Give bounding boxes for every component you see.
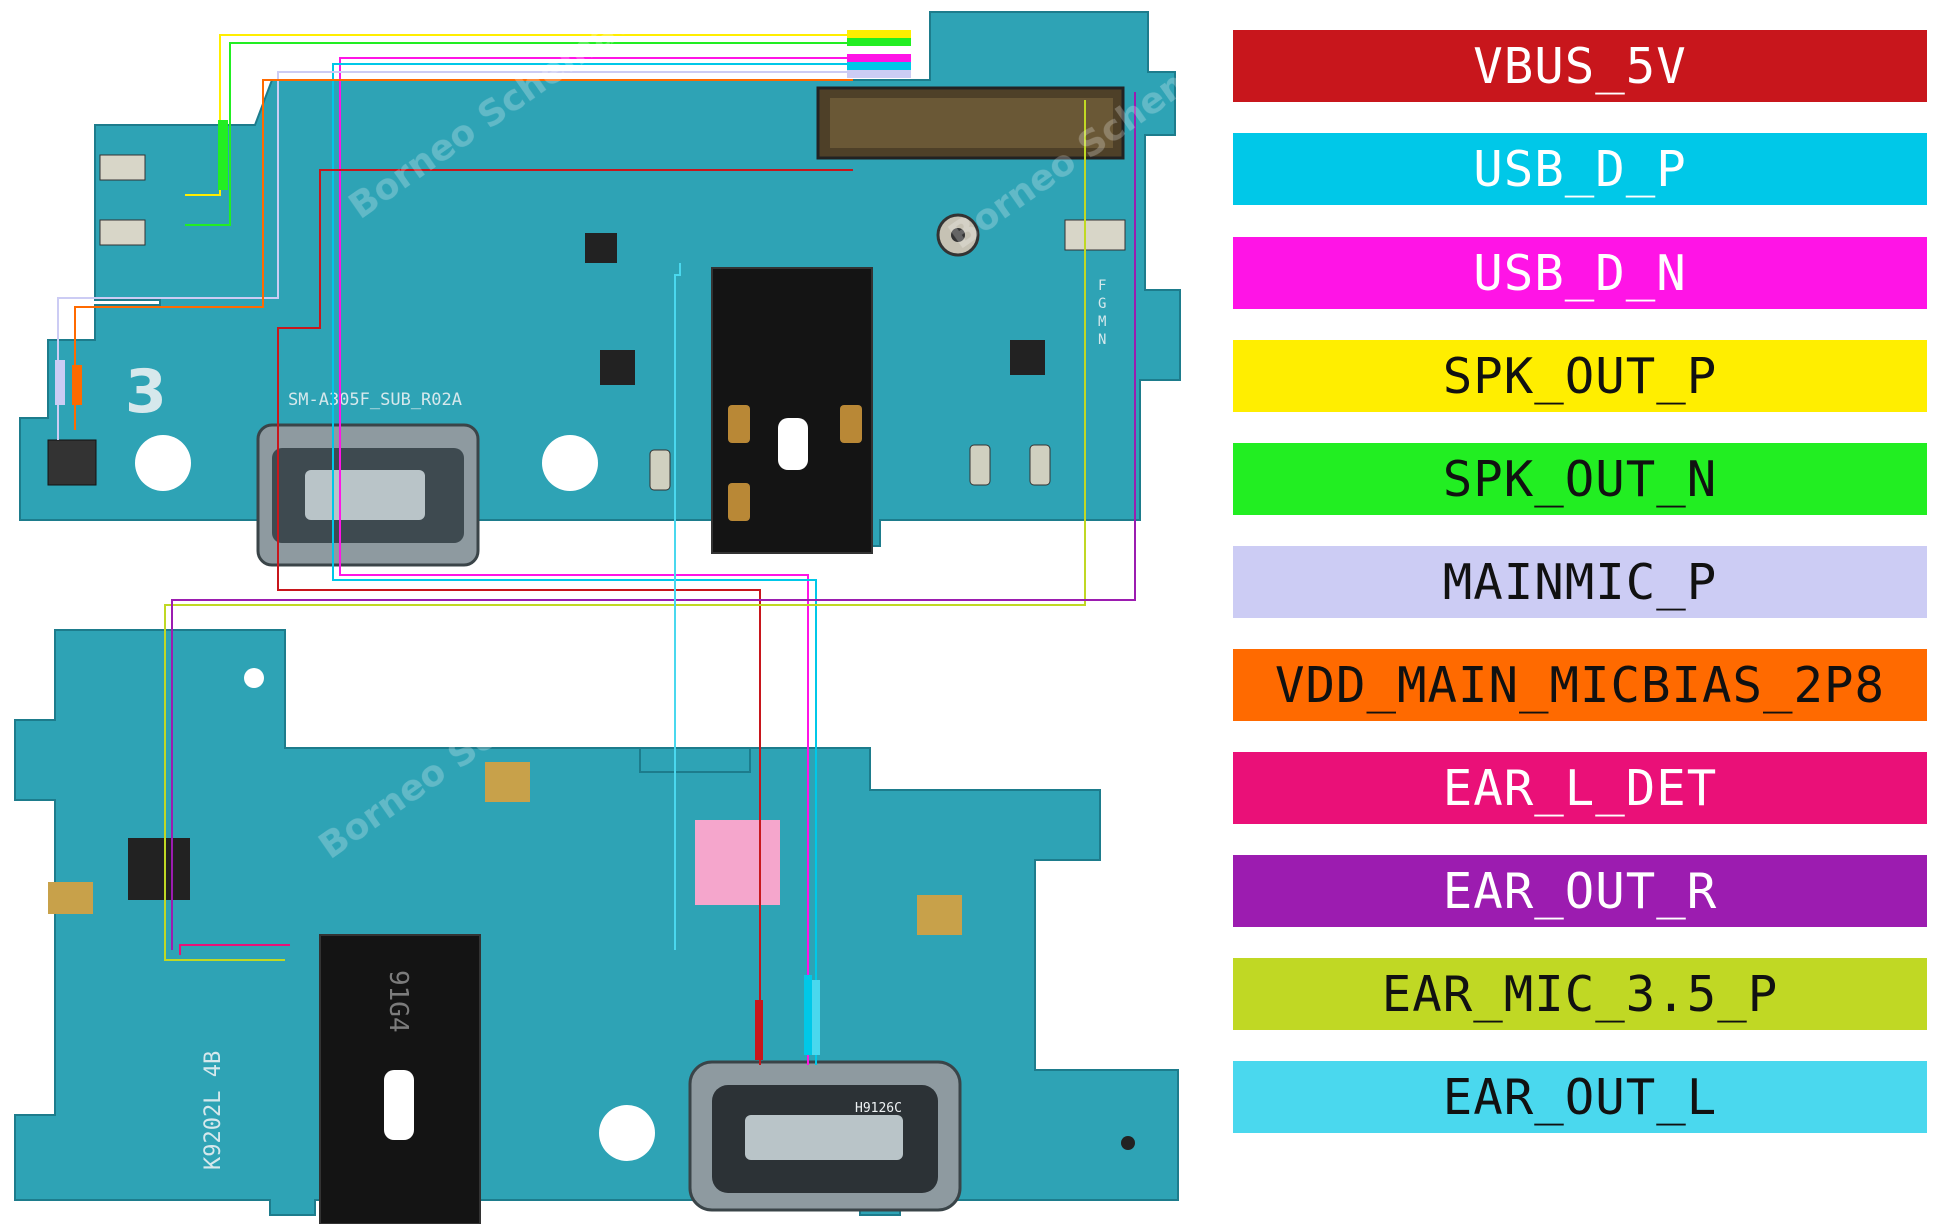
- audio-jack-bottom: 91G4: [319, 934, 481, 1224]
- usb-c-port-bottom: H9126C: [688, 1060, 962, 1212]
- pad: [917, 895, 962, 935]
- mount-hole: [542, 435, 598, 491]
- legend-vbus-5v: VBUS_5V: [1233, 30, 1927, 102]
- legend-label: SPK_OUT_N: [1442, 450, 1718, 508]
- legend-label: SPK_OUT_P: [1442, 347, 1718, 405]
- legend-spk-out-n: SPK_OUT_N: [1233, 443, 1927, 515]
- trace-vbus: [277, 169, 853, 1065]
- board-diagram: 3 SM-A305F_SUB_R02A F G M N 91G4 H9126C …: [14, 11, 1181, 1224]
- legend-ear-mic-3-5-p: EAR_MIC_3.5_P: [1233, 958, 1927, 1030]
- trace-mainmic-p: [57, 71, 853, 440]
- mount-hole: [599, 1105, 655, 1161]
- trace-ear-out-r: [171, 92, 1136, 950]
- board-digit: 3: [125, 357, 167, 427]
- silkscreen-model: SM-A305F_SUB_R02A: [288, 390, 462, 410]
- legend-usb-d-n: USB_D_N: [1233, 237, 1927, 309]
- usb-marking: H9126C: [855, 1101, 902, 1116]
- ic-chip: [1010, 340, 1045, 375]
- signal-legend: VBUS_5V USB_D_P USB_D_N SPK_OUT_P SPK_OU…: [1233, 0, 1930, 1224]
- trace-spk-out-p: [185, 34, 853, 196]
- legend-label: VBUS_5V: [1473, 37, 1687, 95]
- legend-label: EAR_OUT_R: [1442, 862, 1718, 920]
- ic-chip: [128, 838, 190, 900]
- signal-traces: [57, 34, 1136, 1065]
- trace-usb-d-n: [339, 57, 853, 1065]
- legend-vdd-main-micbias: VDD_MAIN_MICBIAS_2P8: [1233, 649, 1927, 721]
- legend-label: EAR_MIC_3.5_P: [1381, 965, 1779, 1023]
- pad: [48, 882, 93, 914]
- legend-label: EAR_OUT_L: [1442, 1068, 1718, 1126]
- pad: [1064, 219, 1126, 251]
- mount-hole: [135, 435, 191, 491]
- trace-ear-l-det: [179, 944, 290, 955]
- trace-tags: [55, 30, 911, 1060]
- shield-pad: [695, 820, 780, 905]
- trace-ear-mic: [164, 100, 1086, 961]
- usb-c-port-top: [256, 423, 480, 567]
- legend-ear-l-det: EAR_L_DET: [1233, 752, 1927, 824]
- legend-usb-d-p: USB_D_P: [1233, 133, 1927, 205]
- mic-component: [47, 439, 97, 486]
- jack-marking: 91G4: [383, 970, 413, 1033]
- legend-label: USB_D_P: [1473, 140, 1687, 198]
- board-connector: [816, 86, 1125, 160]
- audio-jack-top: [711, 267, 873, 554]
- ic-chip: [585, 233, 617, 263]
- legend-ear-out-l: EAR_OUT_L: [1233, 1061, 1927, 1133]
- legend-label: MAINMIC_P: [1442, 553, 1718, 611]
- silkscreen-mark-m: M: [1098, 314, 1106, 330]
- mount-hole: [244, 668, 264, 688]
- trace-spk-out-n: [185, 42, 853, 226]
- top-board: 3 SM-A305F_SUB_R02A F G M N: [19, 11, 1181, 567]
- legend-spk-out-p: SPK_OUT_P: [1233, 340, 1927, 412]
- silkscreen-mark-g: G: [1098, 296, 1106, 312]
- legend-label: EAR_L_DET: [1442, 759, 1718, 817]
- trace-ear-out-l: [674, 263, 681, 950]
- silkscreen-mark-f: F: [1098, 278, 1106, 294]
- ic-chip: [600, 350, 635, 385]
- silkscreen-mark-n: N: [1098, 332, 1106, 348]
- bottom-board: 91G4 H9126C K9202L 4B: [14, 629, 1179, 1224]
- trace-usb-d-p: [332, 63, 853, 1065]
- pad: [99, 219, 146, 246]
- pad: [99, 154, 146, 181]
- legend-ear-out-r: EAR_OUT_R: [1233, 855, 1927, 927]
- legend-mainmic-p: MAINMIC_P: [1233, 546, 1927, 618]
- trace-micbias: [74, 79, 853, 430]
- legend-label: USB_D_N: [1473, 244, 1687, 302]
- side-marking: K9202L 4B: [201, 1051, 226, 1170]
- legend-label: VDD_MAIN_MICBIAS_2P8: [1274, 656, 1885, 714]
- pad: [485, 762, 530, 802]
